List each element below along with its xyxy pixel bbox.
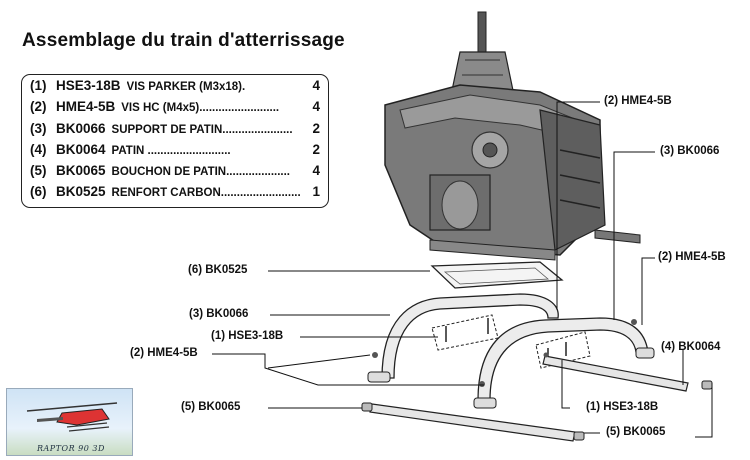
- callout-bk0065: (5) BK0065: [181, 401, 241, 413]
- logo-text: RAPTOR 90 3D: [37, 444, 105, 453]
- part-row: (6) BK0525 RENFORT CARBON...............…: [30, 184, 328, 205]
- callout-hse3-18b: (1) HSE3-18B: [586, 401, 659, 413]
- leader-lines: [212, 101, 713, 438]
- part-row: (2) HME4-5B VIS HC (M4x5)...............…: [30, 99, 328, 120]
- part-description: VIS HC (M4x5).........................: [121, 102, 280, 115]
- skid-cap: [573, 431, 585, 441]
- skid-cap: [701, 380, 713, 390]
- part-quantity: 2: [312, 120, 320, 136]
- callout-hse3-18b: (1) HSE3-18B: [211, 330, 284, 342]
- part-description: PATIN ..........................: [111, 144, 231, 157]
- part-row: (1) HSE3-18B VIS PARKER (M3x18). 4: [30, 78, 328, 99]
- page-title: Assemblage du train d'atterrissage: [22, 30, 345, 51]
- part-number: (3): [30, 120, 47, 136]
- part-code: BK0065: [56, 163, 106, 179]
- part-code: HME4-5B: [56, 99, 116, 115]
- skid-pipe-upper: [542, 355, 689, 392]
- callout-bk0525: (6) BK0525: [188, 264, 248, 276]
- callout-bk0066: (3) BK0066: [189, 308, 249, 320]
- skid-cap: [361, 402, 373, 412]
- part-quantity: 2: [312, 141, 320, 157]
- callout-bk0066: (3) BK0066: [660, 145, 720, 157]
- carbon-plate: [430, 261, 564, 289]
- part-quantity: 1: [312, 184, 320, 200]
- callout-bk0065: (5) BK0065: [606, 426, 666, 438]
- screw-head: [543, 352, 549, 358]
- part-code: HSE3-18B: [56, 78, 121, 93]
- part-number: (1): [30, 78, 47, 93]
- part-quantity: 4: [312, 99, 320, 115]
- part-quantity: 4: [312, 78, 320, 93]
- parts-list: (1) HSE3-18B VIS PARKER (M3x18). 4 (2) H…: [21, 74, 329, 208]
- helicopter-logo: RAPTOR 90 3D: [6, 388, 133, 456]
- part-description: RENFORT CARBON.........................: [111, 187, 301, 200]
- part-number: (6): [30, 184, 47, 200]
- part-number: (5): [30, 163, 47, 179]
- part-description: VIS PARKER (M3x18).: [126, 81, 246, 93]
- part-number: (2): [30, 99, 47, 115]
- part-code: BK0525: [56, 184, 106, 200]
- part-row: (3) BK0066 SUPPORT DE PATIN.............…: [30, 121, 328, 142]
- skid-pipe-lower: [369, 403, 576, 442]
- helicopter-icon: [26, 402, 118, 432]
- part-row: (5) BK0065 BOUCHON DE PATIN.............…: [30, 163, 328, 184]
- part-code: BK0064: [56, 141, 106, 157]
- screw-head: [631, 319, 637, 325]
- part-description: BOUCHON DE PATIN....................: [111, 166, 291, 179]
- screw-head: [479, 381, 485, 387]
- part-quantity: 4: [312, 163, 320, 179]
- part-number: (4): [30, 141, 47, 157]
- landing-strut-right: [473, 317, 655, 409]
- part-description: SUPPORT DE PATIN......................: [111, 123, 293, 136]
- callout-hme4-5b: (2) HME4-5B: [604, 95, 672, 107]
- part-row: (4) BK0064 PATIN .......................…: [30, 142, 328, 163]
- callout-hme4-5b: (2) HME4-5B: [658, 251, 726, 263]
- landing-strut-left: [367, 293, 559, 383]
- screw-head: [372, 352, 378, 358]
- part-code: BK0066: [56, 120, 106, 136]
- callout-hme4-5b: (2) HME4-5B: [130, 347, 198, 359]
- callout-bk0064: (4) BK0064: [661, 341, 721, 353]
- helicopter-frame: [384, 11, 641, 261]
- screw-group-upper: [431, 314, 499, 351]
